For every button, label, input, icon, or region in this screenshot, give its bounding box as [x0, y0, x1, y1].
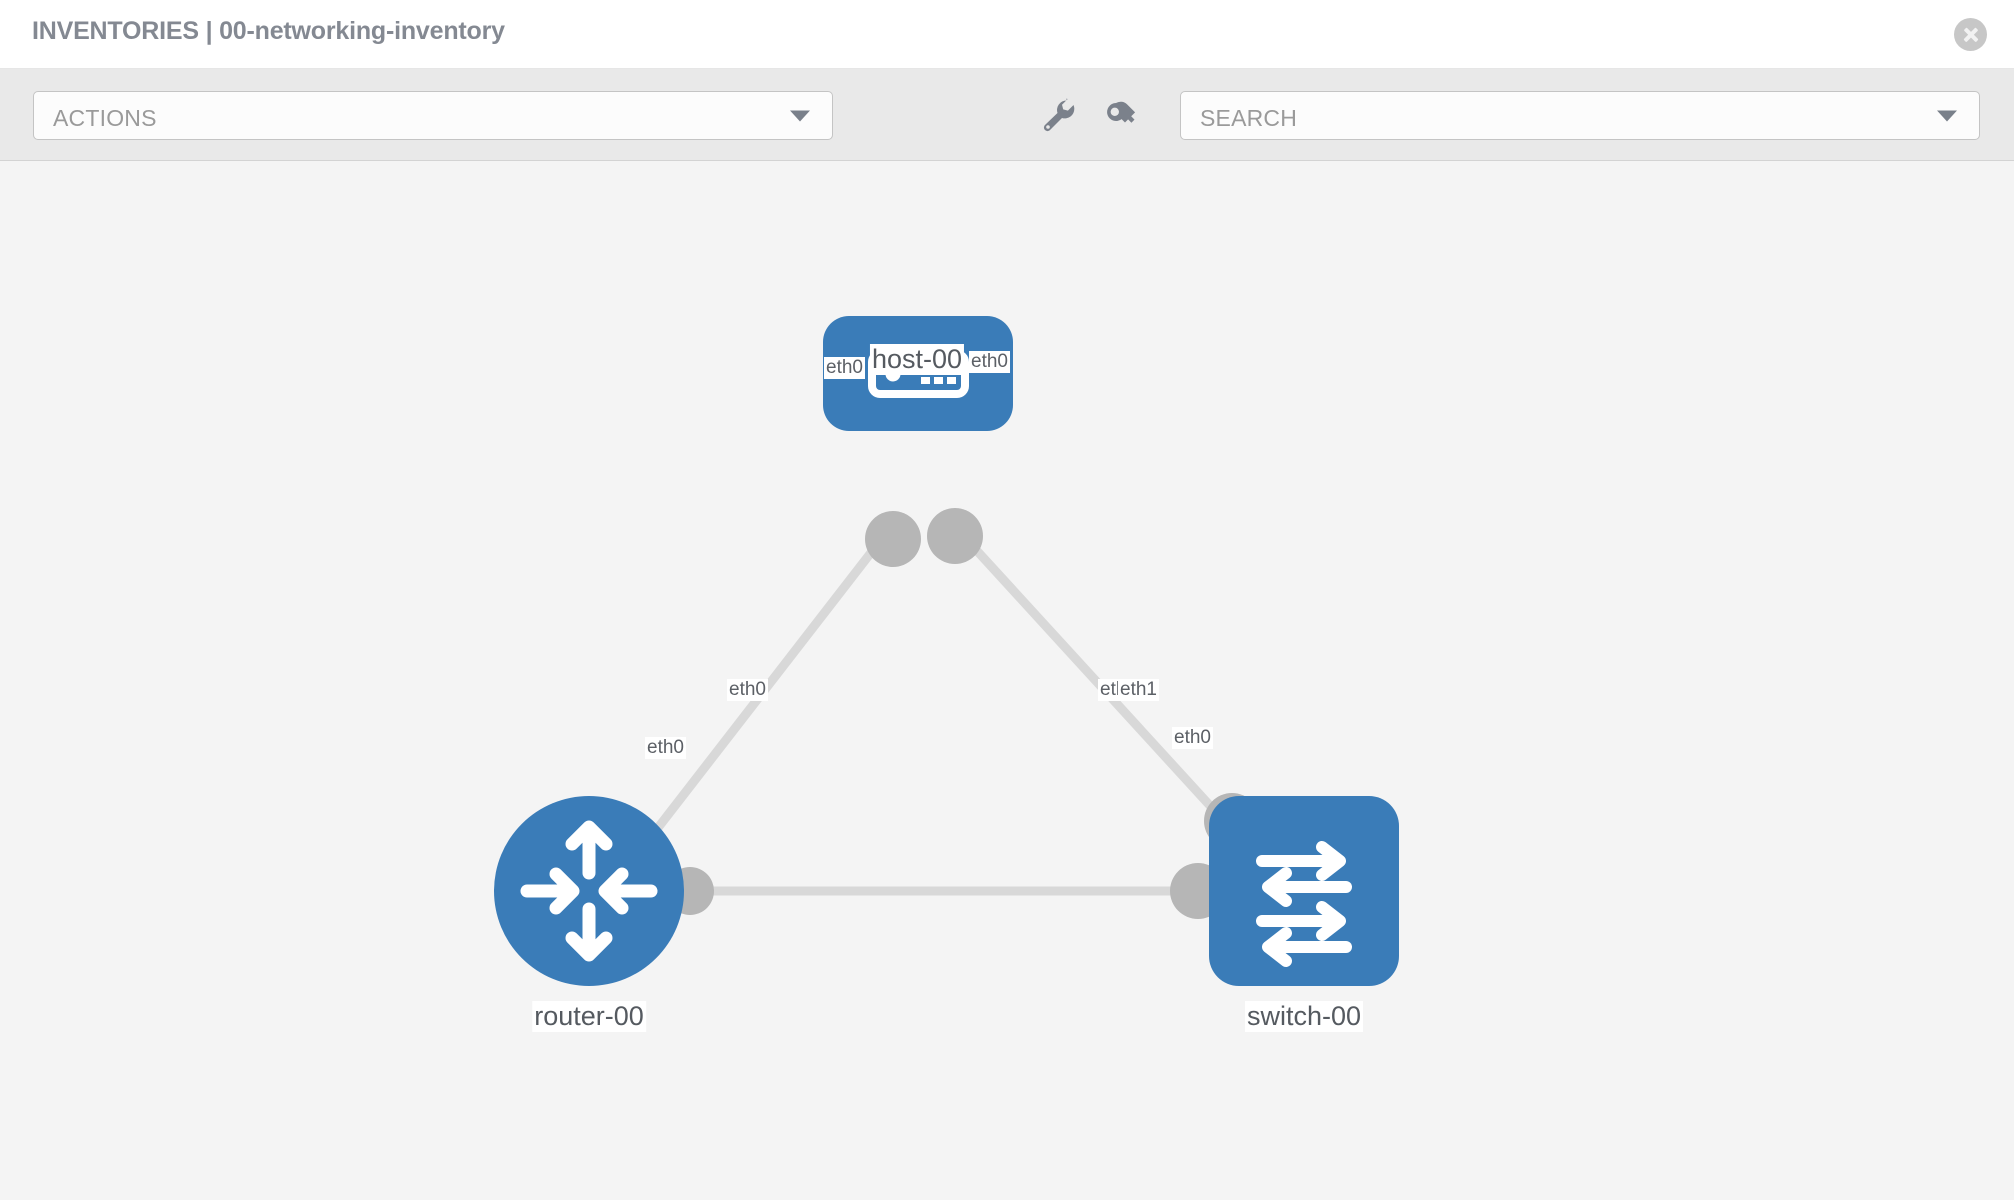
node-label-switch-00: switch-00: [1244, 1001, 1364, 1032]
topology-connectors: [666, 508, 1260, 919]
iface-label-router-host-eth0: eth0: [645, 737, 686, 759]
close-icon[interactable]: [1954, 18, 1987, 51]
actions-dropdown-label: ACTIONS: [53, 105, 157, 131]
topology-graph: [494, 316, 1399, 986]
iface-label-host-eth0-left: eth0: [824, 357, 865, 379]
connector-host-eth0-left[interactable]: [865, 511, 921, 567]
iface-label-router-eth0: eth0: [727, 679, 768, 701]
topology-node-router-00[interactable]: [494, 796, 684, 986]
iface-label-switch-host-eth0: eth0: [1172, 727, 1213, 749]
switch-arrows-icon: [1256, 841, 1352, 967]
iface-label-switch-eth1: eth1: [1118, 679, 1159, 701]
topology-node-switch-00[interactable]: [1209, 796, 1399, 986]
iface-label-host-eth0-right: eth0: [969, 351, 1010, 373]
chevron-down-icon: [1937, 110, 1957, 121]
topology-canvas[interactable]: host-00 router-00 switch-00 eth0 eth0 et…: [0, 161, 2014, 1200]
router-arrows-icon: [520, 820, 658, 962]
page-title: INVENTORIES | 00-networking-inventory: [32, 17, 505, 45]
toolbar: ACTIONS SEARCH: [0, 69, 2014, 161]
actions-dropdown[interactable]: ACTIONS: [33, 91, 833, 140]
key-icon[interactable]: [1098, 91, 1146, 139]
node-label-router-00: router-00: [532, 1001, 646, 1032]
page-header: INVENTORIES | 00-networking-inventory: [0, 0, 2014, 69]
chevron-down-icon: [790, 110, 810, 121]
topology-links: [636, 537, 1240, 896]
node-label-host-00: host-00: [869, 344, 965, 375]
search-input[interactable]: SEARCH: [1180, 91, 1980, 140]
wrench-icon[interactable]: [1035, 91, 1083, 139]
connector-host-eth0-right[interactable]: [927, 508, 983, 564]
router-node-body[interactable]: [494, 796, 684, 986]
search-placeholder: SEARCH: [1200, 105, 1298, 131]
